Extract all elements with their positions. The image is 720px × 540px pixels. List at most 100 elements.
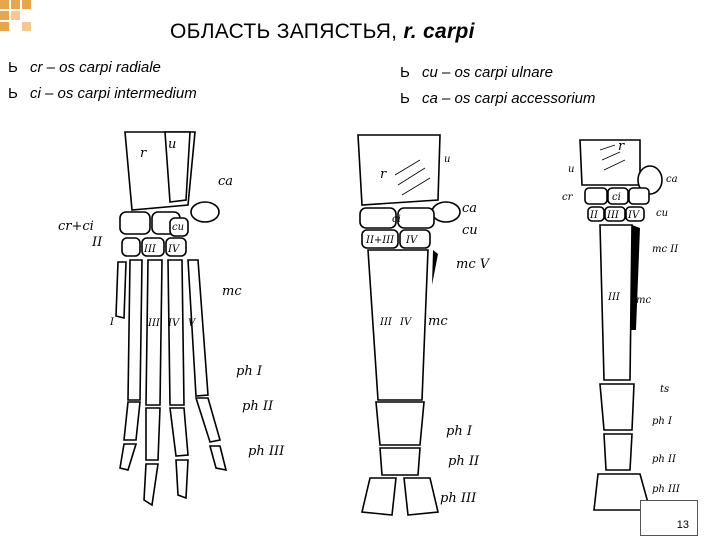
accessory-carpal: [431, 201, 461, 223]
legend-text: cu – os carpi ulnare: [422, 64, 553, 81]
label-ci: ci: [612, 192, 621, 203]
phalanx-2: [603, 433, 633, 471]
label-u: u: [168, 137, 176, 152]
right-limb-drawing: u r ca cr ci cu II III IV mc II III mc t…: [562, 139, 681, 511]
label-III: III: [379, 317, 393, 328]
carpal-IV: [625, 206, 645, 222]
carpal-III: [604, 206, 626, 222]
phalanx-2: [379, 447, 421, 476]
metacarpal-I: [115, 261, 127, 320]
metacarpal-II: [631, 225, 640, 330]
label-ph3: ph III: [440, 491, 477, 506]
carpal-cr-ci: [119, 211, 151, 235]
phalanx-1: [599, 383, 635, 431]
label-ca: ca: [462, 201, 477, 216]
label-II-III: II+III: [365, 235, 395, 246]
label-IV: IV: [405, 235, 419, 246]
bullet-icon: Ь: [8, 85, 18, 102]
carpal-IV: [165, 237, 187, 257]
label-II: II: [589, 210, 599, 221]
bullet-icon: Ь: [400, 90, 410, 107]
label-IV-b: IV: [399, 317, 413, 328]
metacarpal: [367, 249, 429, 401]
label-III-b: III: [607, 292, 621, 303]
radius-bone: [357, 134, 441, 206]
legend-text: cr – os carpi radiale: [30, 59, 161, 76]
slide-title: ОБЛАСТЬ ЗАПЯСТЬЯ, r. carpi: [170, 20, 475, 44]
legend-text: ca – os carpi accessorium: [422, 90, 596, 107]
label-V: V: [188, 318, 197, 329]
carpal-II: [587, 206, 605, 222]
label-mc: mc: [222, 284, 242, 299]
label-ph1: ph I: [236, 364, 263, 379]
carpal-ci: [359, 207, 397, 229]
accessory-carpal: [637, 165, 663, 195]
label-r: r: [140, 146, 147, 161]
bone-hatching: [394, 159, 431, 196]
label-ci: ci: [392, 214, 401, 225]
phalanges-III: [143, 407, 161, 507]
label-IV: IV: [167, 244, 181, 255]
label-cu: cu: [172, 222, 184, 233]
left-limb-drawing: r u ca cr+ci cu II III IV mc I III IV V …: [58, 131, 285, 507]
label-cu: cu: [656, 208, 668, 219]
label-r: r: [380, 167, 387, 182]
ulna-bone: [164, 131, 191, 203]
title-main: ОБЛАСТЬ ЗАПЯСТЬЯ,: [170, 20, 398, 43]
label-ca: ca: [218, 174, 233, 189]
carpal-II: [121, 237, 141, 257]
label-I: I: [109, 317, 115, 328]
label-ph2: ph II: [242, 399, 274, 414]
phalanges-II: [119, 401, 141, 471]
label-ph2: ph II: [652, 454, 677, 465]
metacarpal-V: [187, 259, 209, 397]
carpal-III: [141, 237, 165, 257]
label-cu: cu: [462, 223, 478, 238]
label-III: III: [143, 244, 157, 255]
phalanx-3-hooves: [361, 477, 439, 516]
metacarpal-IV: [167, 259, 185, 406]
metacarpal-III: [145, 259, 163, 406]
accessory-carpal: [190, 201, 220, 223]
page-number: 13: [676, 519, 689, 531]
carpal-cu: [397, 207, 435, 229]
label-ph3: ph III: [248, 444, 285, 459]
label-r: r: [618, 139, 625, 154]
label-ts: ts: [660, 384, 669, 395]
bone-hatching: [599, 144, 626, 171]
label-mc: mc: [636, 295, 651, 306]
phalanges-V: [194, 397, 228, 472]
label-cr-ci: cr+ci: [58, 219, 94, 234]
label-IV: IV: [627, 210, 641, 221]
label-III: III: [606, 210, 620, 221]
label-IV-b: IV: [167, 318, 181, 329]
page-number-box: 13: [640, 500, 698, 536]
corner-decoration: [0, 0, 44, 40]
label-III-b: III: [147, 318, 161, 329]
label-u: u: [444, 154, 450, 165]
carpal-II-III: [361, 229, 399, 249]
label-mcV: mc V: [456, 257, 491, 272]
bullet-icon: Ь: [400, 64, 410, 81]
carpal-cu: [628, 187, 650, 205]
label-ph2: ph II: [448, 454, 480, 469]
label-II: II: [91, 235, 103, 250]
phalanx-1: [375, 401, 425, 446]
carpal-cr: [584, 187, 608, 205]
legend-text: ci – os carpi intermedium: [30, 85, 197, 102]
label-u: u: [568, 164, 574, 175]
label-ph3: ph III: [652, 484, 681, 495]
label-ph1: ph I: [652, 416, 673, 427]
label-mcII: mc II: [652, 244, 679, 255]
metacarpal-III: [599, 224, 633, 381]
carpal-ci: [607, 187, 629, 205]
carpal-bones-figure: r u ca cr+ci cu II III IV mc I III IV V …: [58, 131, 681, 516]
bullet-icon: Ь: [8, 59, 18, 76]
title-latin: r. carpi: [403, 20, 475, 43]
carpal-IV: [399, 229, 431, 249]
